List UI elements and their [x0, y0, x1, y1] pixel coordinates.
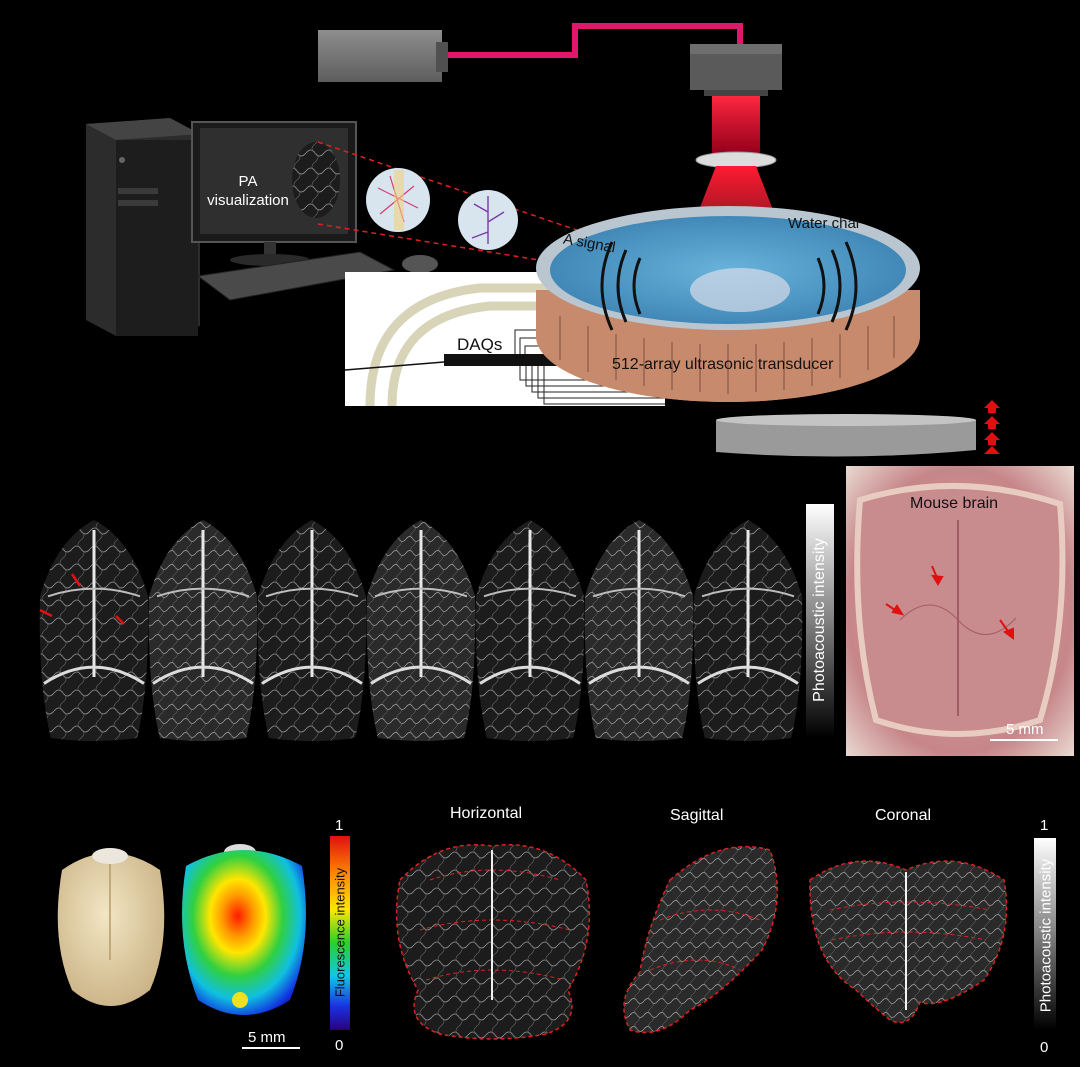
- pa-slice-image: [257, 520, 367, 741]
- water-chamber-label: Water char: [788, 215, 861, 232]
- pa-colorbar-bottom-top: 1: [1040, 817, 1049, 834]
- vessel-bubble-icon: [458, 190, 518, 250]
- view-label-coronal: Coronal: [875, 807, 932, 824]
- computer-tower-icon: [86, 118, 200, 336]
- daqs-label: DAQs: [457, 335, 503, 354]
- pa-label-line1: PA: [238, 173, 258, 190]
- pa-colorbar-bottom: [1034, 838, 1056, 1030]
- collimator-icon: [690, 44, 782, 96]
- pa-slice-series: [39, 520, 803, 741]
- mouse-brain-photo: [846, 466, 1074, 756]
- fluor-colorbar-bottom: 0: [335, 1037, 344, 1054]
- keyboard-icon: [196, 251, 396, 301]
- fluor-colorbar-top: 1: [335, 817, 344, 834]
- acoustic-wave-icon: [600, 241, 858, 331]
- excised-brain-photo: [57, 848, 165, 1006]
- fluorescence-colorbar: [330, 836, 350, 1030]
- horizontal-view-map: [395, 843, 591, 1040]
- pa-slice-image: [148, 520, 258, 741]
- sagittal-view-map: [623, 845, 779, 1034]
- pa-slice-image: [39, 520, 149, 741]
- red-arrow-icon: [885, 565, 1014, 640]
- pa-slice-image: [584, 520, 694, 741]
- red-arrow-icon: [70, 573, 82, 587]
- daq-bar: [444, 354, 560, 366]
- red-arrow-icon: [115, 615, 125, 625]
- view-label-sagittal: Sagittal: [670, 807, 724, 824]
- pa-label-line2: visualization: [207, 192, 289, 209]
- scalebar-photo-label: 5 mm: [1006, 721, 1044, 738]
- laser-source-icon: [318, 30, 448, 82]
- neuron-bubble-icon: [366, 168, 430, 232]
- pa-visualization-label: PA visualization: [200, 172, 296, 210]
- monitor-icon: [191, 121, 357, 266]
- mouse-brain-label: Mouse brain: [910, 495, 999, 512]
- pa-slice-image: [366, 520, 476, 741]
- pa-colorbar-middle-label: Photoacoustic intensity: [811, 538, 828, 702]
- mouse-icon: [402, 255, 438, 273]
- diffuser-lens-icon: [695, 151, 777, 169]
- transducer-label: 512-array ultrasonic transducer: [612, 356, 834, 373]
- pa-slice-image: [693, 520, 803, 741]
- vertical-motion-arrows: [984, 400, 1000, 454]
- fluorescence-brain-map: [182, 844, 306, 1015]
- view-label-horizontal: Horizontal: [450, 805, 523, 822]
- cable-bundle: [365, 283, 560, 407]
- coronal-view-map: [809, 860, 1008, 1024]
- pa-slice-image: [475, 520, 585, 741]
- pa-colorbar-bottom-zero: 0: [1040, 1039, 1049, 1056]
- stage-platform-icon: [716, 414, 976, 457]
- fluor-colorbar-label: Fluorescence intensity: [332, 867, 348, 998]
- laser-beam-column: [712, 96, 760, 154]
- pa-colorbar-middle: [806, 504, 834, 738]
- scalebar-fluor-label: 5 mm: [248, 1029, 286, 1046]
- red-arrow-icon: [39, 608, 53, 618]
- optical-fiber-line: [448, 23, 743, 58]
- pa-colorbar-bottom-label: Photoacoustic intensity: [1037, 858, 1055, 1013]
